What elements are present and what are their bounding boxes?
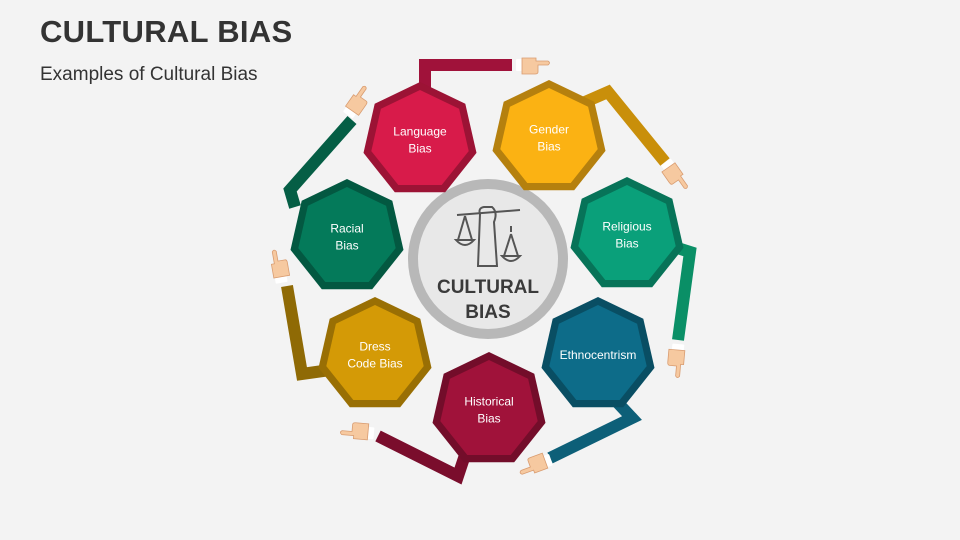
- node-label-line1: Dress: [359, 340, 390, 354]
- node-label-line2: Bias: [615, 237, 638, 251]
- page-title: CULTURAL BIAS: [40, 14, 293, 49]
- node-fill: [578, 185, 676, 280]
- node-label-line2: Bias: [408, 142, 431, 156]
- node-label-line1: Language: [393, 125, 447, 139]
- center-label-line1: CULTURAL: [437, 277, 539, 298]
- node-fill: [298, 187, 396, 282]
- node-label-line1: Racial: [330, 222, 363, 236]
- pointing-hand-icon: [515, 57, 550, 75]
- node-label-line2: Bias: [537, 140, 560, 154]
- node-label-line1: Historical: [464, 395, 513, 409]
- pointing-hand-icon: [268, 247, 292, 285]
- node-fill: [326, 305, 424, 400]
- center-hub: CULTURAL BIAS: [408, 179, 568, 339]
- node-label-line2: Bias: [477, 412, 500, 426]
- node-fill: [371, 90, 469, 185]
- node-fill: [440, 360, 538, 455]
- connector-ethnocentrism: [547, 397, 642, 464]
- pointing-hand-icon: [516, 450, 554, 478]
- node-label-line1: Ethnocentrism: [560, 348, 637, 362]
- pointing-hand-icon: [341, 83, 375, 121]
- center-label-line2: BIAS: [465, 302, 510, 323]
- node-label-line1: Religious: [602, 220, 651, 234]
- node-fill: [500, 88, 598, 183]
- connector-dress-code: [281, 284, 331, 381]
- connector-gender: [582, 84, 670, 166]
- connector-historical: [375, 430, 471, 485]
- node-ethnocentrism: Ethnocentrism: [541, 297, 655, 408]
- pointing-hand-icon: [666, 342, 686, 379]
- node-fill: [549, 305, 647, 400]
- pointing-hand-icon: [339, 421, 376, 441]
- node-label-line1: Gender: [529, 123, 569, 137]
- scales-of-justice-icon: [453, 206, 523, 267]
- node-label-line2: Code Bias: [347, 357, 402, 371]
- connector-racial: [283, 116, 357, 209]
- node-label-line2: Bias: [335, 239, 358, 253]
- page-subtitle: Examples of Cultural Bias: [40, 64, 258, 85]
